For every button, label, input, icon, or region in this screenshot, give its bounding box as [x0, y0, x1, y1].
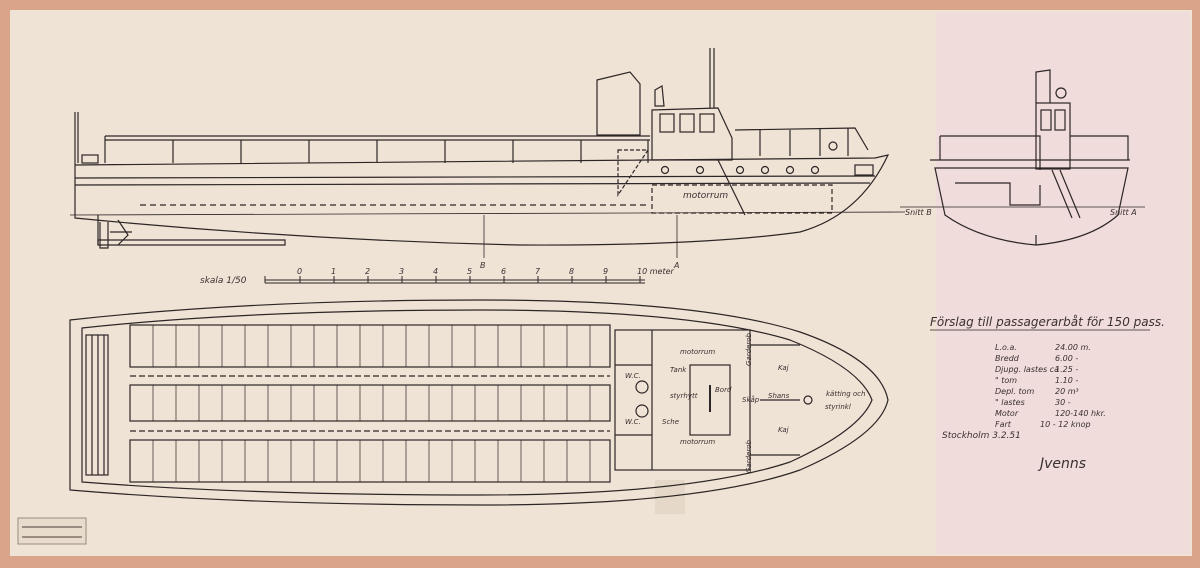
- spec-label: " lastes: [995, 398, 1025, 407]
- scale-tick: 7: [535, 267, 541, 276]
- signature: Jvenns: [1037, 456, 1086, 472]
- label-styrhytt: styrhytt: [670, 392, 698, 400]
- bow-rail: [734, 127, 869, 151]
- scale-tick: 8: [569, 267, 574, 276]
- spec-value: 24.00 m.: [1055, 343, 1091, 352]
- section-marker-b: B: [480, 261, 486, 270]
- section-wheelhouse: [1035, 102, 1071, 170]
- propeller: [110, 219, 132, 246]
- label-motorrum-top: motorrum: [680, 348, 715, 356]
- spec-list: L.o.a. 24.00 m. Bredd 6.00 - Djupg. last…: [995, 343, 1106, 429]
- spec-label: Depl. tom: [995, 387, 1035, 396]
- spec-label: Djupg. lastes ca: [995, 365, 1059, 374]
- spec-value: 120-140 hkr.: [1055, 409, 1106, 418]
- spec-value: 1.25 -: [1055, 365, 1078, 374]
- spec-label: Motor: [995, 409, 1019, 418]
- plan-view: [69, 299, 889, 506]
- spec-label: " tom: [995, 376, 1017, 385]
- label-tank: Tank: [670, 366, 687, 374]
- label-skap: Skåp: [742, 395, 760, 404]
- spec-label: L.o.a.: [995, 343, 1017, 352]
- scale-tick-labels: 0 1 2 3 4 5 6 7 8 9: [297, 267, 608, 276]
- scale-tick: 5: [467, 267, 472, 276]
- plan-deckhouse: [614, 329, 751, 471]
- rudder: [99, 222, 109, 249]
- scale-tick: 6: [501, 267, 506, 276]
- spec-value: 10 - 12 knop: [1040, 420, 1091, 429]
- scale-tick: 3: [399, 267, 404, 276]
- scale-tick: 2: [365, 267, 370, 276]
- aft-grating: [85, 334, 109, 476]
- scale-tick: 4: [433, 267, 438, 276]
- drawing-title: Förslag till passagerarbåt för 150 pass.: [930, 315, 1165, 329]
- label-kaj-bottom: Kaj: [778, 426, 789, 434]
- section-label-b: Snitt B: [905, 208, 932, 217]
- label-bord: Bord: [715, 386, 732, 394]
- hull-profile: [74, 154, 890, 246]
- place-date: Stockholm 3.2.51: [942, 431, 1021, 441]
- spec-value: 6.00 -: [1055, 354, 1078, 363]
- spec-value: 1.10 -: [1055, 376, 1078, 385]
- label-wc-bottom: W.C.: [625, 418, 641, 426]
- wheelhouse: [651, 107, 733, 161]
- plan-hull-inner: [81, 309, 873, 496]
- scale-tick: 0: [297, 267, 302, 276]
- scale-tick: 9: [603, 267, 608, 276]
- plan-hull-outer: [69, 299, 889, 506]
- cross-section: [900, 69, 1145, 246]
- label-garderob-top: Garderob: [745, 332, 753, 366]
- funnel: [596, 71, 641, 136]
- label-kotting: kätting och: [826, 390, 865, 398]
- spec-value: 30 -: [1055, 398, 1071, 407]
- side-profile: [69, 48, 906, 258]
- section-label-a: Snitt A: [1110, 208, 1137, 217]
- label-motorrum-bottom: motorrum: [680, 438, 715, 446]
- scale-bar: [264, 276, 645, 284]
- scale-end-label: 10 meter: [637, 267, 674, 276]
- scale-tick: 1: [331, 267, 336, 276]
- label-garderob-bottom: Garderob: [745, 439, 753, 473]
- label-shans: Shans: [768, 392, 790, 400]
- paper-pink-panel: [936, 12, 1190, 554]
- section-marker-a: A: [673, 261, 679, 270]
- anchor-capstan: [803, 395, 813, 405]
- spec-value: 20 m³: [1055, 387, 1079, 396]
- label-wc-top: W.C.: [625, 372, 641, 380]
- plan-labels: motorrum Tank W.C. styrhytt Bord Skåp Sh…: [625, 332, 865, 473]
- plan-seat-slats: [152, 325, 591, 482]
- archive-stamp: [17, 517, 87, 545]
- label-motorrum-profile: motorrum: [683, 191, 728, 201]
- spec-label: Bredd: [995, 354, 1020, 363]
- label-styrinkl: styrinkl: [825, 403, 851, 411]
- scale-label: skala 1/50: [200, 276, 247, 286]
- label-sche: Sche: [662, 418, 679, 426]
- spec-label: Fart: [995, 420, 1012, 429]
- label-kaj-top: Kaj: [778, 364, 789, 372]
